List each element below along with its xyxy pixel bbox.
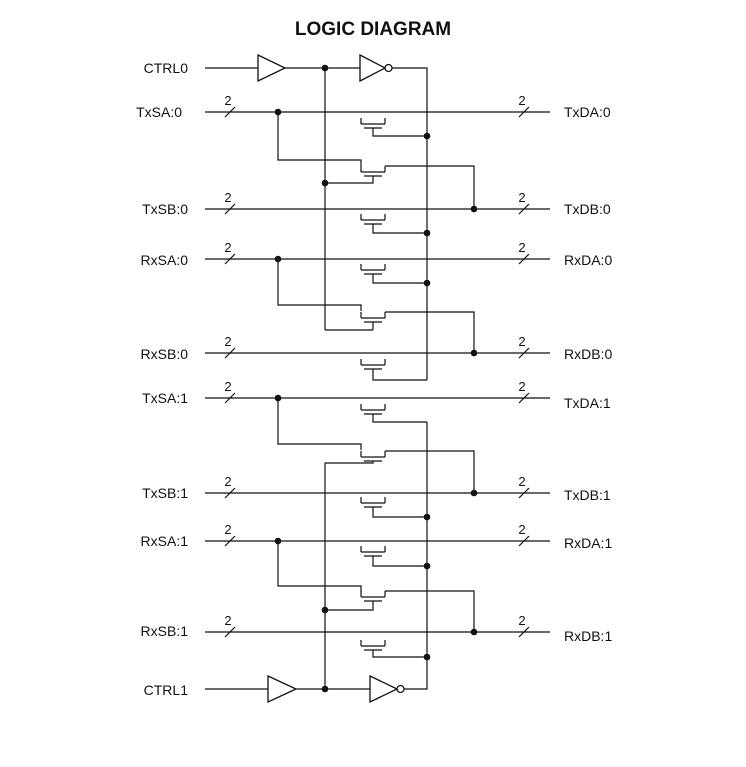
input-label-rxsb1: RxSB:1 <box>141 623 189 639</box>
junction-dot <box>321 685 329 693</box>
control-buffers <box>257 53 405 704</box>
bus-width-label: 2 <box>518 334 525 349</box>
source-branch <box>277 112 362 166</box>
gate-wire <box>372 414 427 423</box>
bus-width-label: 2 <box>224 334 231 349</box>
bus-width-label: 2 <box>224 474 231 489</box>
switch-transistor <box>360 359 386 370</box>
junction-dot <box>274 255 282 263</box>
ctrl0-inverter <box>359 53 387 83</box>
diagram-title: LOGIC DIAGRAM <box>295 19 451 40</box>
ctrl1-buffer <box>267 674 298 704</box>
switch-transistor <box>360 591 386 602</box>
bus-width-label: 2 <box>518 474 525 489</box>
output-label-txdb0: TxDB:0 <box>564 201 611 217</box>
ctrl1-inverted-rail <box>404 422 428 690</box>
junction-dot <box>470 628 478 636</box>
switch-transistor <box>360 546 386 557</box>
switch-transistor <box>360 214 386 225</box>
gate-wire <box>372 274 427 284</box>
gate-wire <box>325 176 374 184</box>
gate-wire <box>372 556 427 567</box>
input-label-txsb1: TxSB:1 <box>142 485 188 501</box>
destination-branch <box>385 311 475 353</box>
output-label-txda1: TxDA:1 <box>564 395 611 411</box>
junction-dot <box>423 513 431 521</box>
switch-transistor <box>360 166 386 177</box>
wiring <box>205 67 550 690</box>
bus-width-label: 2 <box>518 190 525 205</box>
ctrl0-inverted-rail <box>392 67 428 380</box>
output-label-rxdb1: RxDB:1 <box>564 628 612 644</box>
ctrl1-label: CTRL1 <box>144 682 189 698</box>
output-label-txdb1: TxDB:1 <box>564 487 611 503</box>
switch-transistor <box>360 312 386 323</box>
junction-dot <box>423 132 431 140</box>
input-label-txsa0: TxSA:0 <box>136 104 182 120</box>
junction-dot <box>470 489 478 497</box>
source-branch <box>277 541 362 592</box>
gate-wire <box>372 369 427 381</box>
ctrl0-inverter-bubble <box>384 63 393 73</box>
junction-dot <box>423 653 431 661</box>
ctrl1-inverter <box>369 674 399 704</box>
gate-wire <box>325 461 374 464</box>
output-label-rxda1: RxDA:1 <box>564 535 612 551</box>
gate-wire <box>325 601 374 611</box>
junction-dots <box>274 64 478 693</box>
ctrl0-label: CTRL0 <box>144 60 189 76</box>
junction-dot <box>321 64 329 72</box>
bus-width-label: 2 <box>518 379 525 394</box>
gate-wire <box>372 507 427 518</box>
bus-width-label: 2 <box>224 93 231 108</box>
junction-dot <box>423 229 431 237</box>
switch-transistor <box>360 640 386 651</box>
gate-wire <box>372 650 427 658</box>
input-label-rxsa0: RxSA:0 <box>141 252 189 268</box>
junction-dot <box>274 394 282 402</box>
switch-transistor <box>360 264 386 275</box>
junction-dot <box>274 108 282 116</box>
bus-width-label: 2 <box>224 613 231 628</box>
bus-width-label: 2 <box>518 93 525 108</box>
junction-dot <box>470 349 478 357</box>
switch-transistor <box>360 451 386 462</box>
gate-wire <box>372 128 427 137</box>
junction-dot <box>423 562 431 570</box>
destination-branch <box>385 165 475 209</box>
bus-width-label: 2 <box>224 240 231 255</box>
bus-width-label: 2 <box>518 522 525 537</box>
input-label-rxsb0: RxSB:0 <box>141 346 189 362</box>
gate-wire <box>372 224 427 234</box>
ctrl0-buffer <box>257 53 287 83</box>
switch-transistor <box>360 118 386 129</box>
transistor-switches <box>360 118 386 651</box>
output-label-rxdb0: RxDB:0 <box>564 346 612 362</box>
input-label-txsb0: TxSB:0 <box>142 201 188 217</box>
output-label-rxda0: RxDA:0 <box>564 252 612 268</box>
signal-labels: CTRL0 CTRL1 TxSA:0 TxSB:0 RxSA:0 RxSB:0 … <box>136 60 612 698</box>
source-branch <box>277 398 362 450</box>
destination-branch <box>385 590 475 632</box>
junction-dot <box>274 537 282 545</box>
output-label-txda0: TxDA:0 <box>564 104 611 120</box>
junction-dot <box>470 205 478 213</box>
junction-dot <box>321 179 329 187</box>
input-label-rxsa1: RxSA:1 <box>141 533 189 549</box>
input-label-txsa1: TxSA:1 <box>142 390 188 406</box>
source-branch <box>277 259 362 311</box>
destination-branch <box>385 450 475 493</box>
ctrl1-inverter-bubble <box>396 684 405 694</box>
bus-width-label: 2 <box>224 190 231 205</box>
junction-dot <box>321 606 329 614</box>
junction-dot <box>423 279 431 287</box>
bus-width-label: 2 <box>518 240 525 255</box>
bus-width-label: 2 <box>518 613 525 628</box>
bus-width-label: 2 <box>224 522 231 537</box>
bus-width-label: 2 <box>224 379 231 394</box>
switch-transistor <box>360 497 386 508</box>
switch-transistor <box>360 404 386 415</box>
